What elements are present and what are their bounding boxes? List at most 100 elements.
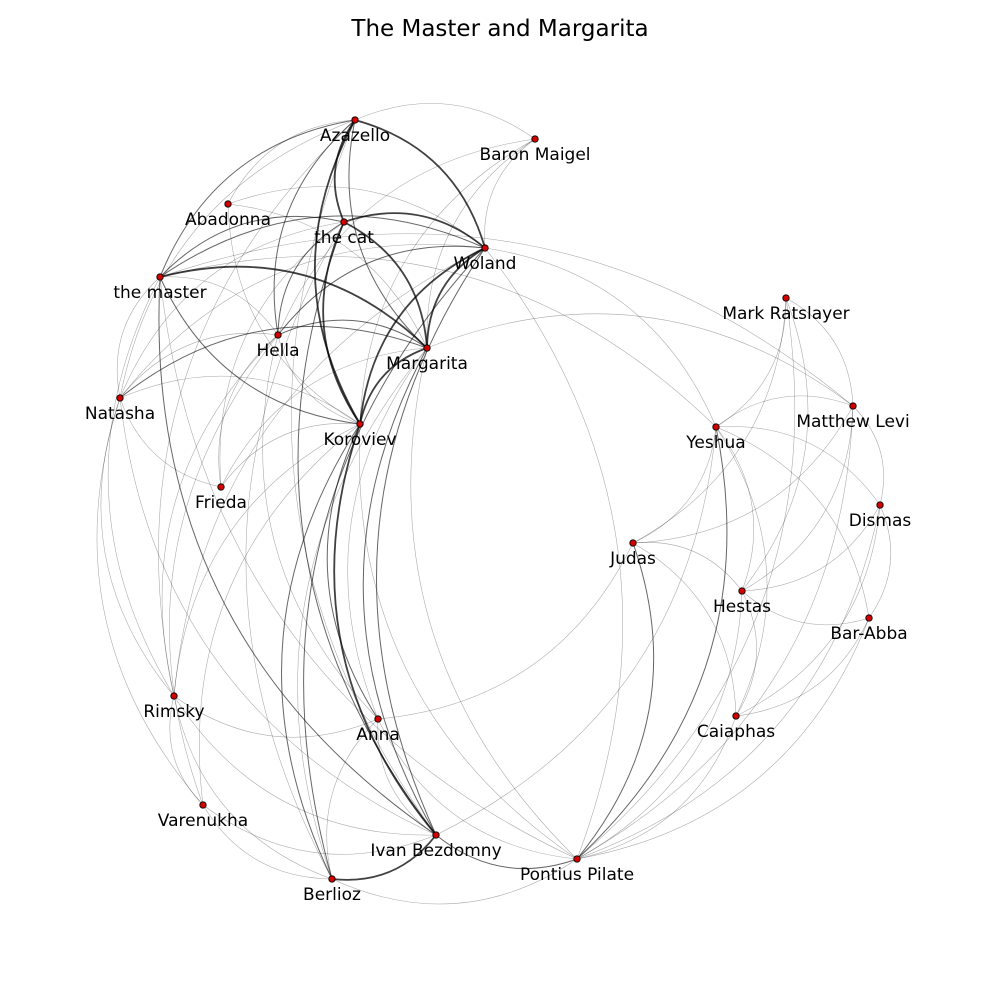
edge-ivan-bezdomny-berlioz	[331, 834, 437, 881]
edge-margarita-ivan-bezdomny	[362, 347, 437, 836]
node-label-judas: Judas	[609, 549, 656, 569]
edge-matthew-levi-mark-ratslayer	[785, 297, 854, 407]
edge-matthew-levi-dismas	[852, 405, 884, 506]
node-label-koroviev: Koroviev	[323, 430, 396, 450]
edge-pontius-pilate-bar-abba	[576, 617, 870, 860]
edge-hestas-caiaphas	[735, 590, 757, 717]
node-label-yeshua: Yeshua	[685, 433, 745, 453]
edge-bar-abba-caiaphas	[735, 617, 870, 717]
edge-hestas-bar-abba	[741, 590, 870, 626]
edge-frieda-hella	[218, 334, 279, 488]
edge-berlioz-anna	[326, 718, 379, 880]
node-bar-abba	[865, 614, 873, 622]
edge-woland-pontius-pilate	[484, 247, 623, 860]
node-label-matthew-levi: Matthew Levi	[796, 412, 909, 432]
edge-abadonna-margarita	[227, 203, 428, 349]
edge-varenukha-natasha	[96, 397, 204, 806]
edge-pontius-pilate-caiaphas	[576, 715, 737, 860]
node-anna	[374, 715, 382, 723]
node-label-mark-ratslayer: Mark Ratslayer	[722, 304, 849, 324]
edge-matthew-levi-judas	[632, 405, 854, 544]
edge-koroviev-berlioz	[281, 423, 361, 880]
node-label-berlioz: Berlioz	[303, 885, 361, 905]
edge-margarita-koroviev	[359, 347, 428, 425]
edge-ivan-bezdomny-pontius-pilate	[435, 834, 578, 869]
node-label-natasha: Natasha	[85, 404, 155, 424]
node-woland	[481, 244, 489, 252]
edge-woland-margarita	[426, 247, 486, 349]
edge-berlioz-varenukha	[202, 804, 333, 880]
edge-pontius-pilate-yeshua	[576, 426, 728, 860]
edge-margarita-anna	[347, 347, 428, 720]
edge-baron-maigel-koroviev	[359, 138, 536, 425]
edge-woland-baron-maigel	[484, 138, 536, 249]
node-hella	[274, 331, 282, 339]
node-label-ivan-bezdomny: Ivan Bezdomny	[370, 841, 501, 861]
edge-pontius-pilate-judas	[576, 542, 655, 860]
edge-anna-rimsky	[173, 695, 379, 738]
node-label-the-cat: the cat	[314, 228, 374, 248]
edge-pontius-pilate-matthew-levi	[576, 405, 854, 860]
node-label-bar-abba: Bar-Abba	[830, 624, 907, 644]
edge-hella-rimsky	[161, 334, 279, 697]
node-ivan-bezdomny	[432, 831, 440, 839]
node-label-anna: Anna	[356, 725, 400, 745]
edge-koroviev-the-master	[159, 276, 361, 425]
edge-the-cat-margarita	[343, 221, 428, 349]
node-the-cat	[340, 218, 348, 226]
node-label-caiaphas: Caiaphas	[697, 722, 775, 742]
node-label-frieda: Frieda	[195, 493, 247, 513]
node-label-varenukha: Varenukha	[158, 811, 248, 831]
node-judas	[629, 539, 637, 547]
edge-azazello-the-cat	[333, 119, 356, 223]
edge-koroviev-varenukha	[199, 423, 361, 806]
diagram-title: The Master and Margarita	[351, 16, 649, 42]
edge-margarita-natasha	[119, 325, 428, 399]
edge-pontius-pilate-dismas	[576, 504, 881, 860]
edge-azazello-abadonna	[227, 119, 356, 205]
node-label-baron-maigel: Baron Maigel	[479, 145, 590, 165]
edge-margarita-berlioz	[297, 347, 428, 880]
node-natasha	[116, 394, 124, 402]
edge-azazello-baron-maigel	[354, 103, 536, 140]
edge-the-cat-koroviev	[322, 221, 361, 425]
node-varenukha	[199, 801, 207, 809]
edge-the-master-yeshua	[159, 255, 717, 428]
edge-abadonna-koroviev	[227, 203, 361, 425]
edge-koroviev-anna	[326, 423, 379, 720]
node-label-rimsky: Rimsky	[143, 702, 204, 722]
edge-azazello-margarita	[348, 119, 428, 349]
edge-margarita-frieda	[220, 347, 428, 488]
node-label-woland: Woland	[454, 254, 517, 274]
edge-koroviev-hella	[277, 334, 361, 425]
edge-the-master-hella	[159, 276, 279, 336]
edge-ivan-bezdomny-rimsky	[173, 695, 437, 836]
edge-yeshua-matthew-levi	[715, 395, 854, 428]
node-frieda	[217, 483, 225, 491]
edge-baron-maigel-hella	[277, 138, 536, 336]
edge-margarita-pontius-pilate	[410, 347, 578, 860]
edge-the-cat-the-master	[159, 216, 345, 278]
edge-hestas-dismas	[741, 504, 881, 592]
edge-woland-the-master	[159, 215, 486, 278]
edge-woland-rimsky	[173, 247, 486, 697]
edge-yeshua-caiaphas	[715, 426, 768, 717]
edge-woland-hella	[277, 245, 486, 336]
edge-yeshua-hestas	[715, 426, 755, 592]
edges-layer	[96, 103, 892, 905]
edge-woland-koroviev	[359, 247, 486, 425]
edge-baron-maigel-margarita	[426, 138, 536, 349]
edge-the-master-ivan-bezdomny	[158, 276, 437, 836]
edge-the-cat-frieda	[219, 221, 345, 488]
node-label-margarita: Margarita	[386, 354, 468, 374]
edge-hestas-judas	[632, 542, 743, 592]
edge-ivan-bezdomny-natasha	[119, 397, 437, 836]
edge-frieda-natasha	[119, 397, 222, 488]
node-abadonna	[224, 200, 232, 208]
edge-azazello-koroviev	[314, 119, 361, 425]
edge-pontius-pilate-hestas	[576, 590, 743, 860]
edge-berlioz-rimsky	[173, 695, 333, 880]
node-mark-ratslayer	[782, 294, 790, 302]
